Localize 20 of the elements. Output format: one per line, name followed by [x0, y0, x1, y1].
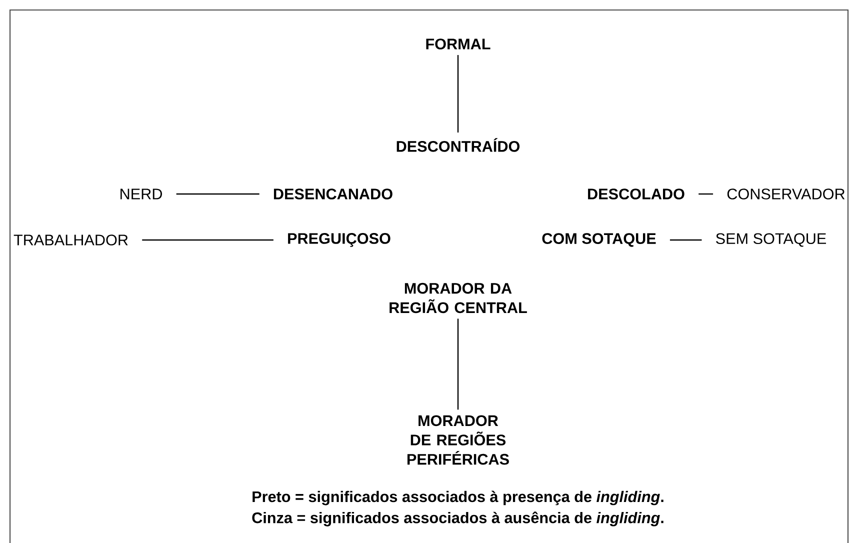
term-label: COM SOTAQUE: [542, 233, 656, 247]
legend-note: Cinza = significados associados à ausência de ingliding.: [252, 512, 664, 526]
term-label: MORADOR DA REGIÃO CENTRAL: [390, 282, 527, 314]
term-label: NERD: [120, 188, 162, 200]
connector-line: [457, 55, 459, 133]
term-label: FORMAL: [426, 38, 490, 50]
legend-note: Preto = significados associados à presença de ingliding.: [252, 490, 664, 506]
connector-line: [457, 318, 459, 410]
term-label: PREGUIÇOSO: [288, 233, 390, 247]
term-label: TRABALHADOR: [14, 234, 128, 246]
connector-line: [142, 239, 274, 241]
connector-line: [176, 193, 260, 195]
connector-line: [670, 239, 702, 241]
term-label: CONSERVADOR: [727, 188, 845, 200]
term-label: MORADOR DE REGIÕES PERIFÉRICAS: [407, 415, 509, 465]
connector-line: [698, 193, 714, 195]
term-label: DESCONTRAÍDO: [396, 138, 520, 152]
term-label: SEM SOTAQUE: [716, 233, 826, 247]
term-label: DESENCANADO: [274, 188, 392, 200]
term-label: DESCOLADO: [588, 188, 684, 200]
